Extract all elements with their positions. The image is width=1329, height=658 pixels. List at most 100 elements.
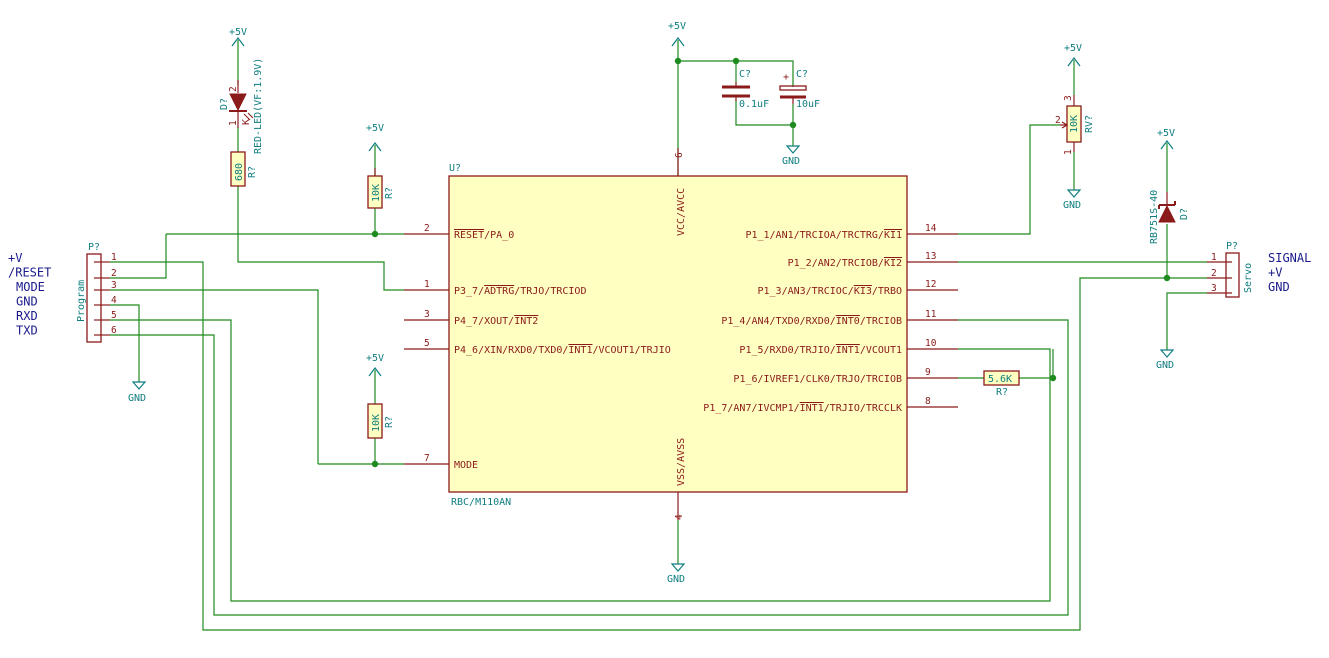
- mcu-pin-number: 1: [424, 279, 430, 290]
- mcu-pin-number: 2: [424, 223, 430, 234]
- mcu-right-pins: 14P1_1/AN1/TRCIOA/TRCTRG/KI113P1_2/AN2/T…: [703, 223, 958, 414]
- net-label: GND: [1268, 280, 1290, 294]
- net-label: GND: [16, 295, 38, 309]
- wires: [110, 40, 1207, 631]
- connector-pin-number: 3: [1211, 283, 1217, 294]
- cap-value: 10uF: [796, 99, 820, 110]
- power-label: GND: [128, 393, 146, 404]
- power-label: GND: [1063, 200, 1081, 211]
- cap-ref: C?: [796, 69, 808, 80]
- power-label: GND: [667, 574, 685, 585]
- cap-plate-polarized: [779, 85, 807, 91]
- connector-pin-number: 3: [111, 280, 117, 291]
- mcu-pin-name: P3_7/ADTRG/TRJO/TRCIOD: [454, 286, 586, 297]
- mcu-value: RBC/M110AN: [451, 497, 511, 508]
- net-label: RXD: [16, 309, 38, 323]
- connector-pin-number: 4: [111, 295, 117, 306]
- diode-d2[interactable]: D? RB751S-40: [1149, 190, 1190, 244]
- connector-value: Servo: [1243, 263, 1254, 293]
- pot-pin-number: 2: [1055, 115, 1061, 126]
- diode-value: RB751S-40: [1149, 190, 1160, 244]
- connector-pin-number: 2: [111, 268, 117, 279]
- cap-ref: C?: [739, 69, 751, 80]
- net-label: TXD: [16, 324, 38, 338]
- pot-pin-number: 3: [1063, 95, 1074, 101]
- wire-prog-gnd: [110, 304, 140, 382]
- connector-value: Program: [76, 280, 87, 322]
- connector-ref: P?: [1226, 241, 1238, 252]
- mcu-pin-number: 10: [925, 338, 937, 349]
- gnd-symbol: GND: [782, 145, 801, 167]
- mcu-pin-number: 11: [925, 309, 937, 320]
- pot-value: 10K: [1069, 115, 1080, 133]
- power-label: GND: [782, 156, 800, 167]
- cap-polarity-mark: +: [783, 72, 789, 83]
- mcu-body: [448, 175, 908, 493]
- mcu-pin-number: 12: [925, 279, 936, 290]
- resistor-value: 10K: [371, 184, 382, 202]
- wire-servo-gnd: [1166, 292, 1207, 350]
- resistor-body: [230, 151, 246, 187]
- junction-dot: [674, 57, 682, 65]
- power-label: +5V: [1157, 128, 1175, 139]
- resistor-ref: R?: [384, 187, 395, 199]
- mcu-pin-name: P1_1/AN1/TRCIOA/TRCTRG/KI1: [745, 230, 902, 241]
- led-value: RED-LED(VF:1.9V): [253, 58, 264, 154]
- connector-pin-number: 1: [111, 252, 117, 263]
- mcu-pin-name: P1_2/AN2/TRCIOB/KI2: [788, 258, 902, 269]
- junction-dot: [1049, 374, 1057, 382]
- connector-body: [1225, 252, 1240, 298]
- mcu-pin-number: 4: [674, 514, 685, 520]
- junction-dot: [371, 460, 379, 468]
- vcc-5v-symbol: +5V: [1064, 43, 1082, 67]
- mcu-pin-name: P4_7/XOUT/INT2: [454, 316, 538, 327]
- net-label: /RESET: [8, 266, 51, 280]
- connector-pin-number: 1: [1211, 252, 1217, 263]
- power-label: +5V: [366, 353, 384, 364]
- mcu-pin-name: RESET/PA_0: [454, 230, 514, 241]
- diode-triangle: [1158, 204, 1176, 223]
- connector-pin-number: 6: [111, 325, 117, 336]
- resistor-series[interactable]: 5.6K R?: [983, 370, 1020, 398]
- resistor-led[interactable]: 680 R?: [230, 151, 258, 187]
- servo-pins: 123: [1207, 252, 1232, 294]
- junction-dot: [789, 121, 797, 129]
- wire-pot-wiper: [958, 124, 1060, 235]
- mcu-pin-number: 13: [925, 251, 936, 262]
- mcu-u1[interactable]: U? RBC/M110AN 6 VCC/AVCC 4 VSS/AVSS 2RES…: [404, 148, 958, 520]
- resistor-body: [983, 370, 1020, 386]
- resistor-body: [367, 175, 383, 209]
- wire-vcc-caps: [678, 60, 794, 87]
- connector-body: [86, 253, 102, 343]
- resistor-reset-pullup[interactable]: 10K R?: [367, 168, 395, 209]
- mcu-pin-number: 5: [424, 338, 430, 349]
- capacitor-c2[interactable]: + C? 10uF: [779, 69, 820, 110]
- mcu-pin-number: 3: [424, 309, 430, 320]
- net-label: +V: [1268, 266, 1282, 280]
- connector-ref: P?: [88, 242, 100, 253]
- wire-mode-conn: [110, 289, 319, 464]
- resistor-mode-pullup[interactable]: 10K R?: [367, 403, 395, 439]
- vcc-5v-symbol: +5V: [366, 123, 384, 152]
- junction-dot: [371, 230, 379, 238]
- wire-prog-txd: [110, 319, 1069, 616]
- capacitor-c1[interactable]: C? 0.1uF: [722, 69, 769, 110]
- gnd-symbol: GND: [667, 563, 686, 585]
- led-d1[interactable]: 2 1 K D? RED-LED(VF:1.9V): [219, 58, 264, 154]
- mcu-pin-name: VSS/AVSS: [676, 438, 687, 486]
- vcc-5v-symbol: +5V: [229, 27, 247, 47]
- wire-prog-rxd: [110, 319, 1051, 602]
- led-ref: D?: [219, 98, 230, 110]
- mcu-pin-number: 9: [925, 367, 931, 378]
- resistor-ref: R?: [247, 166, 258, 178]
- gnd-symbol: GND: [1063, 189, 1082, 211]
- mcu-ref: U?: [449, 163, 461, 174]
- power-label: +5V: [668, 21, 686, 32]
- potentiometer-rv1[interactable]: 3 2 1 10K RV?: [1055, 95, 1095, 155]
